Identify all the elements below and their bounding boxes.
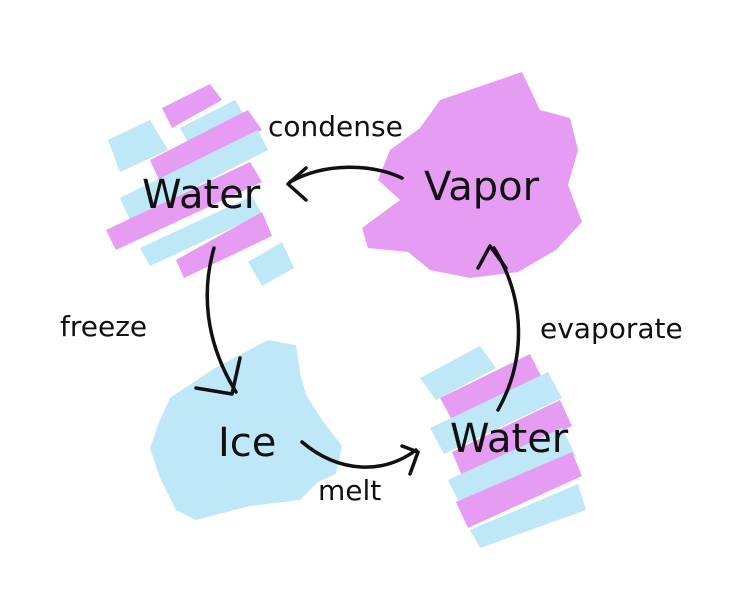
node-label-water-top: Water (142, 172, 261, 218)
freeze-arrow (205, 246, 238, 394)
edge-label-freeze: freeze (60, 310, 147, 343)
evaporate-arrowhead (476, 244, 508, 270)
node-label-water-bottom: Water (450, 416, 569, 462)
node-label-ice: Ice (218, 420, 276, 466)
condense-arrowhead (286, 166, 308, 202)
melt-arrow (300, 440, 418, 469)
edge-label-evaporate: evaporate (540, 312, 683, 345)
water-top-stripes (106, 84, 294, 286)
ice-blob (150, 340, 342, 520)
edge-label-melt: melt (318, 474, 381, 507)
melt-arrowhead (400, 444, 420, 476)
edge-label-condense: condense (268, 110, 403, 143)
node-label-vapor: Vapor (424, 164, 540, 210)
condense-arrow (288, 165, 404, 184)
freeze-arrowhead (194, 356, 242, 396)
water-bottom-stripes (420, 346, 586, 548)
vapor-blob (362, 72, 582, 278)
